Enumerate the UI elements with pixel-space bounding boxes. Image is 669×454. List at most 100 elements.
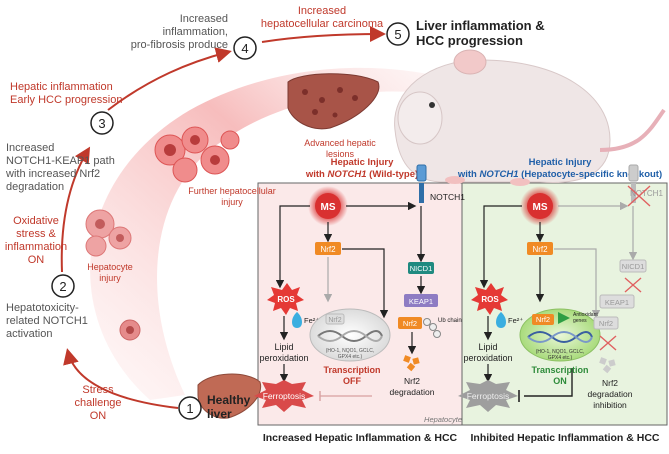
right-inhibit-ferro: [524, 368, 573, 397]
label-advanced-lesions: Advanced hepatic lesions: [304, 138, 376, 159]
right-keap1-box: KEAP1: [599, 294, 635, 309]
step-4-line1: Increased: [180, 13, 228, 25]
svg-text:KEAP1: KEAP1: [605, 298, 629, 307]
label-hepatocyte-injury: Hepatocyte injury: [87, 262, 133, 283]
right-ros-burst: ROS: [471, 283, 508, 315]
left-nucleus: Nrf2 (HO-1, NQO1, GCLC, GPX4 etc.): [309, 308, 391, 362]
left-transcription-label: Transcription OFF: [323, 365, 380, 386]
svg-text:OFF: OFF: [343, 376, 361, 386]
svg-text:KEAP1: KEAP1: [409, 297, 433, 306]
mouse-illustration: [394, 49, 666, 186]
right-x-mark-1: [624, 277, 642, 293]
step-1: 1 Healthy liver: [178, 393, 251, 421]
step-5: 5 Liver inflammation & HCC progression: [386, 18, 545, 48]
left-arrow-ms-ros: [275, 205, 310, 289]
right-nucleus: Nrf2 Antioxidant genes (HO-1, NQO1, GCLC…: [519, 308, 601, 362]
svg-text:MS: MS: [533, 202, 548, 213]
svg-text:NICD1: NICD1: [622, 262, 645, 271]
left-ms-node: MS: [308, 186, 348, 226]
svg-text:degradation: degradation: [390, 387, 435, 397]
left-fe-icon: Fe²⁺: [292, 312, 319, 328]
step-4-line2: inflammation,: [163, 26, 228, 38]
svg-text:Transcription: Transcription: [531, 365, 588, 375]
hepatocyte-label: Hepatocyte: [424, 415, 462, 424]
step-4-line3: pro-fibrosis produce: [131, 39, 228, 51]
svg-text:Ferroptosis: Ferroptosis: [467, 391, 510, 401]
svg-text:genes: genes: [573, 318, 587, 324]
step-4: 4 Increased inflammation, pro-fibrosis p…: [131, 13, 257, 60]
diseased-liver-icon: [287, 73, 380, 130]
cell-cluster-hepatocyte: [85, 209, 132, 257]
step-2-line3: activation: [6, 328, 52, 340]
step-5-number: 5: [394, 27, 401, 42]
left-lipid-label: Lipid peroxidation: [259, 342, 308, 363]
arrow-3-to-4: [107, 47, 232, 111]
svg-text:lesions: lesions: [326, 149, 355, 159]
step-5-line1: Liver inflammation &: [416, 18, 545, 33]
svg-text:Further hepatocellular: Further hepatocellular: [188, 186, 276, 196]
step-3-line1: Increased: [6, 142, 54, 154]
right-panel-title: Hepatic Injury with NOTCH1 (Hepatocyte-s…: [457, 157, 662, 180]
svg-text:Oxidative: Oxidative: [13, 215, 59, 227]
svg-text:Nrf2: Nrf2: [404, 376, 420, 386]
svg-text:(HO-1, NQO1, GCLC,: (HO-1, NQO1, GCLC,: [326, 348, 375, 354]
svg-text:Nrf2: Nrf2: [403, 319, 417, 328]
svg-text:Lipid: Lipid: [478, 342, 497, 352]
svg-text:MS: MS: [321, 202, 336, 213]
right-title-line2: with NOTCH1 (Hepatocyte-specific knockou…: [457, 169, 662, 180]
svg-text:inflammation: inflammation: [5, 241, 67, 253]
svg-text:Fe²⁺: Fe²⁺: [304, 316, 319, 325]
left-nrf2-box: Nrf2: [315, 242, 341, 255]
left-arrow-nrf2-complex: [342, 248, 389, 319]
right-arrow-ms-ros: [479, 205, 522, 289]
svg-text:ROS: ROS: [277, 295, 295, 304]
left-keap1-box: KEAP1: [404, 294, 438, 307]
left-nicd1-box: NICD1: [408, 262, 434, 274]
svg-text:ROS: ROS: [481, 295, 499, 304]
transition-stress: Stress challenge ON: [74, 384, 121, 422]
right-lipid-label: Lipid peroxidation: [463, 342, 512, 363]
left-nrf2-complex: Nrf2 Ub chain: [398, 317, 462, 338]
left-panel-title: Hepatic Injury with NOTCH1 (Wild-type): [305, 157, 418, 180]
right-transcription-label: Transcription ON: [531, 365, 588, 386]
step-2: 2 Hepatotoxicity- related NOTCH1 activat…: [6, 274, 88, 340]
right-notch1-label: NOTCH1: [630, 189, 663, 198]
step-3-line4: degradation: [6, 181, 64, 193]
left-ros-burst: ROS: [267, 283, 304, 315]
step-3: 3 Increased NOTCH1-KEAP1 path with incre…: [5, 111, 115, 193]
svg-text:Increased: Increased: [298, 5, 346, 17]
svg-text:peroxidation: peroxidation: [259, 353, 308, 363]
left-degradation-label: Nrf2 degradation: [390, 376, 435, 397]
svg-text:Nrf2: Nrf2: [320, 245, 336, 254]
step-5-line2: HCC progression: [416, 33, 523, 48]
left-footer: Increased Hepatic Inflammation & HCC: [263, 432, 458, 444]
step-2-line1: Hepatotoxicity-: [6, 302, 79, 314]
arrow-1-to-2: [63, 348, 179, 409]
right-x-mark-2: [599, 335, 617, 351]
step-1-line2: liver: [207, 407, 232, 421]
healthy-liver-icon: [197, 373, 262, 419]
step-2-number: 2: [59, 279, 66, 294]
svg-text:Lipid: Lipid: [274, 342, 293, 352]
right-nrf2-box: Nrf2: [527, 242, 553, 255]
svg-text:Nrf2: Nrf2: [602, 378, 618, 388]
right-notch1-receptor-knockout: NOTCH1: [627, 164, 663, 207]
cell-cluster-small: [119, 319, 141, 341]
arrow-2-to-3: [60, 146, 91, 273]
right-ms-node: MS: [520, 186, 560, 226]
transition-oxidative: Oxidative stress & inflammation ON: [5, 215, 67, 266]
svg-text:Nrf2: Nrf2: [328, 317, 341, 324]
svg-text:Transcription: Transcription: [323, 365, 380, 375]
transition-carcinoma: Increased hepatocellular carcinoma: [261, 5, 384, 30]
svg-text:Nrf2: Nrf2: [536, 315, 550, 324]
svg-text:GPX4 etc.): GPX4 etc.): [338, 354, 363, 360]
svg-text:Nrf2: Nrf2: [532, 245, 548, 254]
left-notch1-label: NOTCH1: [430, 192, 465, 202]
step-3-number: 3: [98, 116, 105, 131]
svg-text:inhibition: inhibition: [593, 400, 627, 410]
right-arrow-nrf2-complex: [554, 248, 601, 319]
cell-cluster-further: [154, 126, 240, 183]
svg-text:Advanced hepatic: Advanced hepatic: [304, 138, 376, 148]
